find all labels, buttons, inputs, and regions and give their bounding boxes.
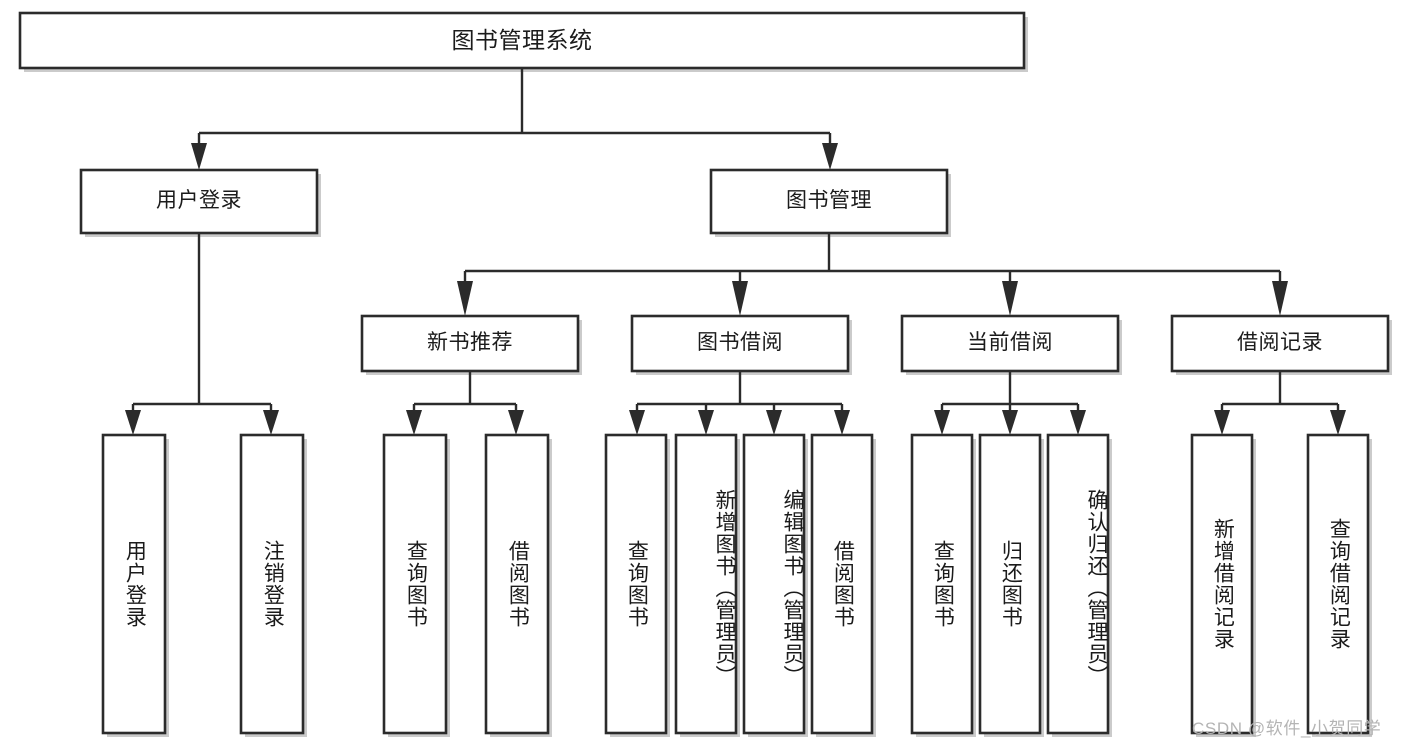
leaf-query-record-box [1306, 433, 1370, 735]
arrow-to-leaf-return-book [1002, 410, 1018, 435]
user-login-box [79, 168, 319, 235]
book-manage-box [709, 168, 949, 235]
arrow-to-leaf-edit-book [766, 410, 782, 435]
edge-user-login-to-leaves [125, 233, 279, 435]
node-leaf-return-book[interactable] [978, 433, 1044, 737]
node-root[interactable] [18, 11, 1028, 72]
leaf-borrow-book-2-box [810, 433, 874, 735]
node-current-borrow[interactable] [900, 314, 1122, 375]
arrow-to-leaf-user-login [125, 410, 141, 435]
node-leaf-borrow-book-2[interactable] [810, 433, 876, 737]
arrow-to-borrow-record [1272, 281, 1288, 316]
node-leaf-query-book-1[interactable] [382, 433, 450, 737]
book-borrow-box [630, 314, 850, 373]
arrow-to-current-borrow [1002, 281, 1018, 316]
arrow-to-leaf-query-book-1 [406, 410, 422, 435]
node-leaf-user-login[interactable] [101, 433, 169, 737]
node-leaf-borrow-book-1[interactable] [484, 433, 552, 737]
arrow-to-leaf-query-record [1330, 410, 1346, 435]
node-user-login[interactable] [79, 168, 321, 237]
arrow-to-leaf-add-record [1214, 410, 1230, 435]
arrow-to-new-book-rec [457, 281, 473, 316]
arrow-to-book-borrow [732, 281, 748, 316]
leaf-add-book-box [674, 433, 738, 735]
leaf-query-book-3-box [910, 433, 974, 735]
node-borrow-record[interactable] [1170, 314, 1392, 375]
arrow-to-leaf-confirm-return [1070, 410, 1086, 435]
node-leaf-query-book-3[interactable] [910, 433, 976, 737]
leaf-user-login-box [101, 433, 167, 735]
node-leaf-logout[interactable] [239, 433, 307, 737]
leaf-logout-box [239, 433, 305, 735]
leaf-query-book-1-box [382, 433, 448, 735]
arrow-to-leaf-query-book-2 [629, 410, 645, 435]
arrow-to-leaf-borrow-book-2 [834, 410, 850, 435]
current-borrow-box [900, 314, 1120, 373]
leaf-query-book-2-box [604, 433, 668, 735]
arrow-to-leaf-logout [263, 410, 279, 435]
node-book-manage[interactable] [709, 168, 951, 237]
node-book-borrow[interactable] [630, 314, 852, 375]
edge-current-borrow-to-leaves [934, 371, 1086, 435]
node-leaf-add-book[interactable] [674, 433, 740, 737]
leaf-confirm-return-box [1046, 433, 1110, 735]
edge-new-book-rec-to-leaves [406, 371, 524, 435]
arrow-to-leaf-add-book [698, 410, 714, 435]
leaf-return-book-box [978, 433, 1042, 735]
root-box [18, 11, 1026, 70]
arrow-to-user-login [191, 143, 207, 170]
arrow-to-book-manage [822, 143, 838, 170]
edge-root-to-level2 [191, 68, 838, 170]
node-leaf-query-record[interactable] [1306, 433, 1372, 737]
edge-book-borrow-to-leaves [629, 371, 850, 435]
node-leaf-edit-book[interactable] [742, 433, 808, 737]
new-book-rec-box [360, 314, 580, 373]
node-leaf-query-book-2[interactable] [604, 433, 670, 737]
edge-borrow-record-to-leaves [1214, 371, 1346, 435]
leaf-add-record-box [1190, 433, 1254, 735]
node-leaf-add-record[interactable] [1190, 433, 1256, 737]
node-leaf-confirm-return[interactable] [1046, 433, 1112, 737]
arrow-to-leaf-borrow-book-1 [508, 410, 524, 435]
borrow-record-box [1170, 314, 1390, 373]
node-new-book-rec[interactable] [360, 314, 582, 375]
leaf-borrow-book-1-box [484, 433, 550, 735]
edge-book-manage-to-level3 [457, 233, 1288, 316]
arrow-to-leaf-query-book-3 [934, 410, 950, 435]
leaf-edit-book-box [742, 433, 806, 735]
